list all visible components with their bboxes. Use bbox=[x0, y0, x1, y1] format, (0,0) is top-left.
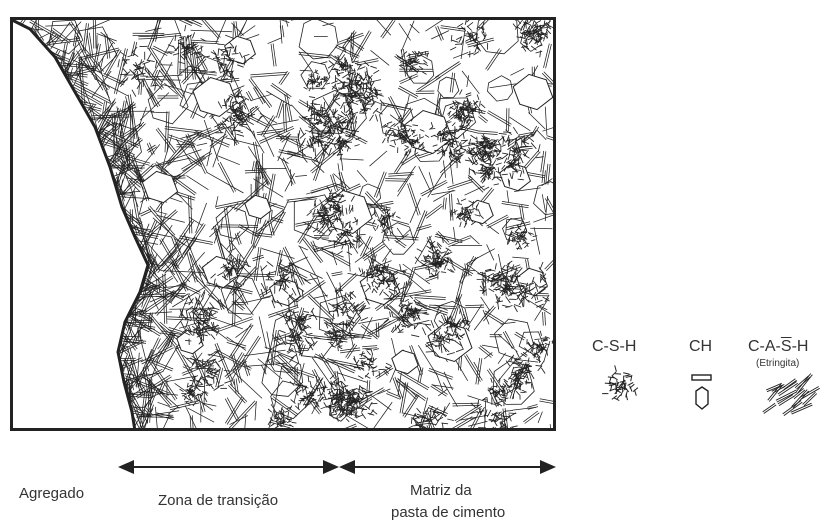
transition-zone-arrowhead-right bbox=[323, 460, 339, 474]
microstructure-diagram bbox=[10, 17, 556, 431]
microstructure-illustration bbox=[10, 17, 556, 431]
transition-zone-arrowhead-left bbox=[118, 460, 134, 474]
legend-ch-symbol bbox=[691, 374, 712, 410]
matrix-arrowhead-right bbox=[540, 460, 556, 474]
matrix-arrowhead-left bbox=[339, 460, 355, 474]
legend-ch-label: CH bbox=[689, 338, 713, 355]
legend-csh-symbol bbox=[602, 365, 639, 402]
legend-casf-sublabel: (Etringita) bbox=[756, 358, 800, 369]
legend-casf-s: S bbox=[780, 338, 792, 355]
legend-casf-label: C-A-S-H bbox=[748, 338, 808, 356]
legend-casf-prefix: C-A- bbox=[748, 338, 781, 355]
legend-csh-label: C-S-H bbox=[592, 338, 637, 355]
matrix-label-line2: pasta de cimento bbox=[391, 504, 506, 521]
aggregate-label: Agregado bbox=[19, 485, 85, 502]
legend-casf-suffix: -H bbox=[791, 338, 809, 355]
matrix-label-line1: Matriz da bbox=[410, 482, 472, 499]
transition-zone-label: Zona de transição bbox=[158, 492, 279, 509]
legend-ettringite-symbol bbox=[762, 373, 820, 416]
